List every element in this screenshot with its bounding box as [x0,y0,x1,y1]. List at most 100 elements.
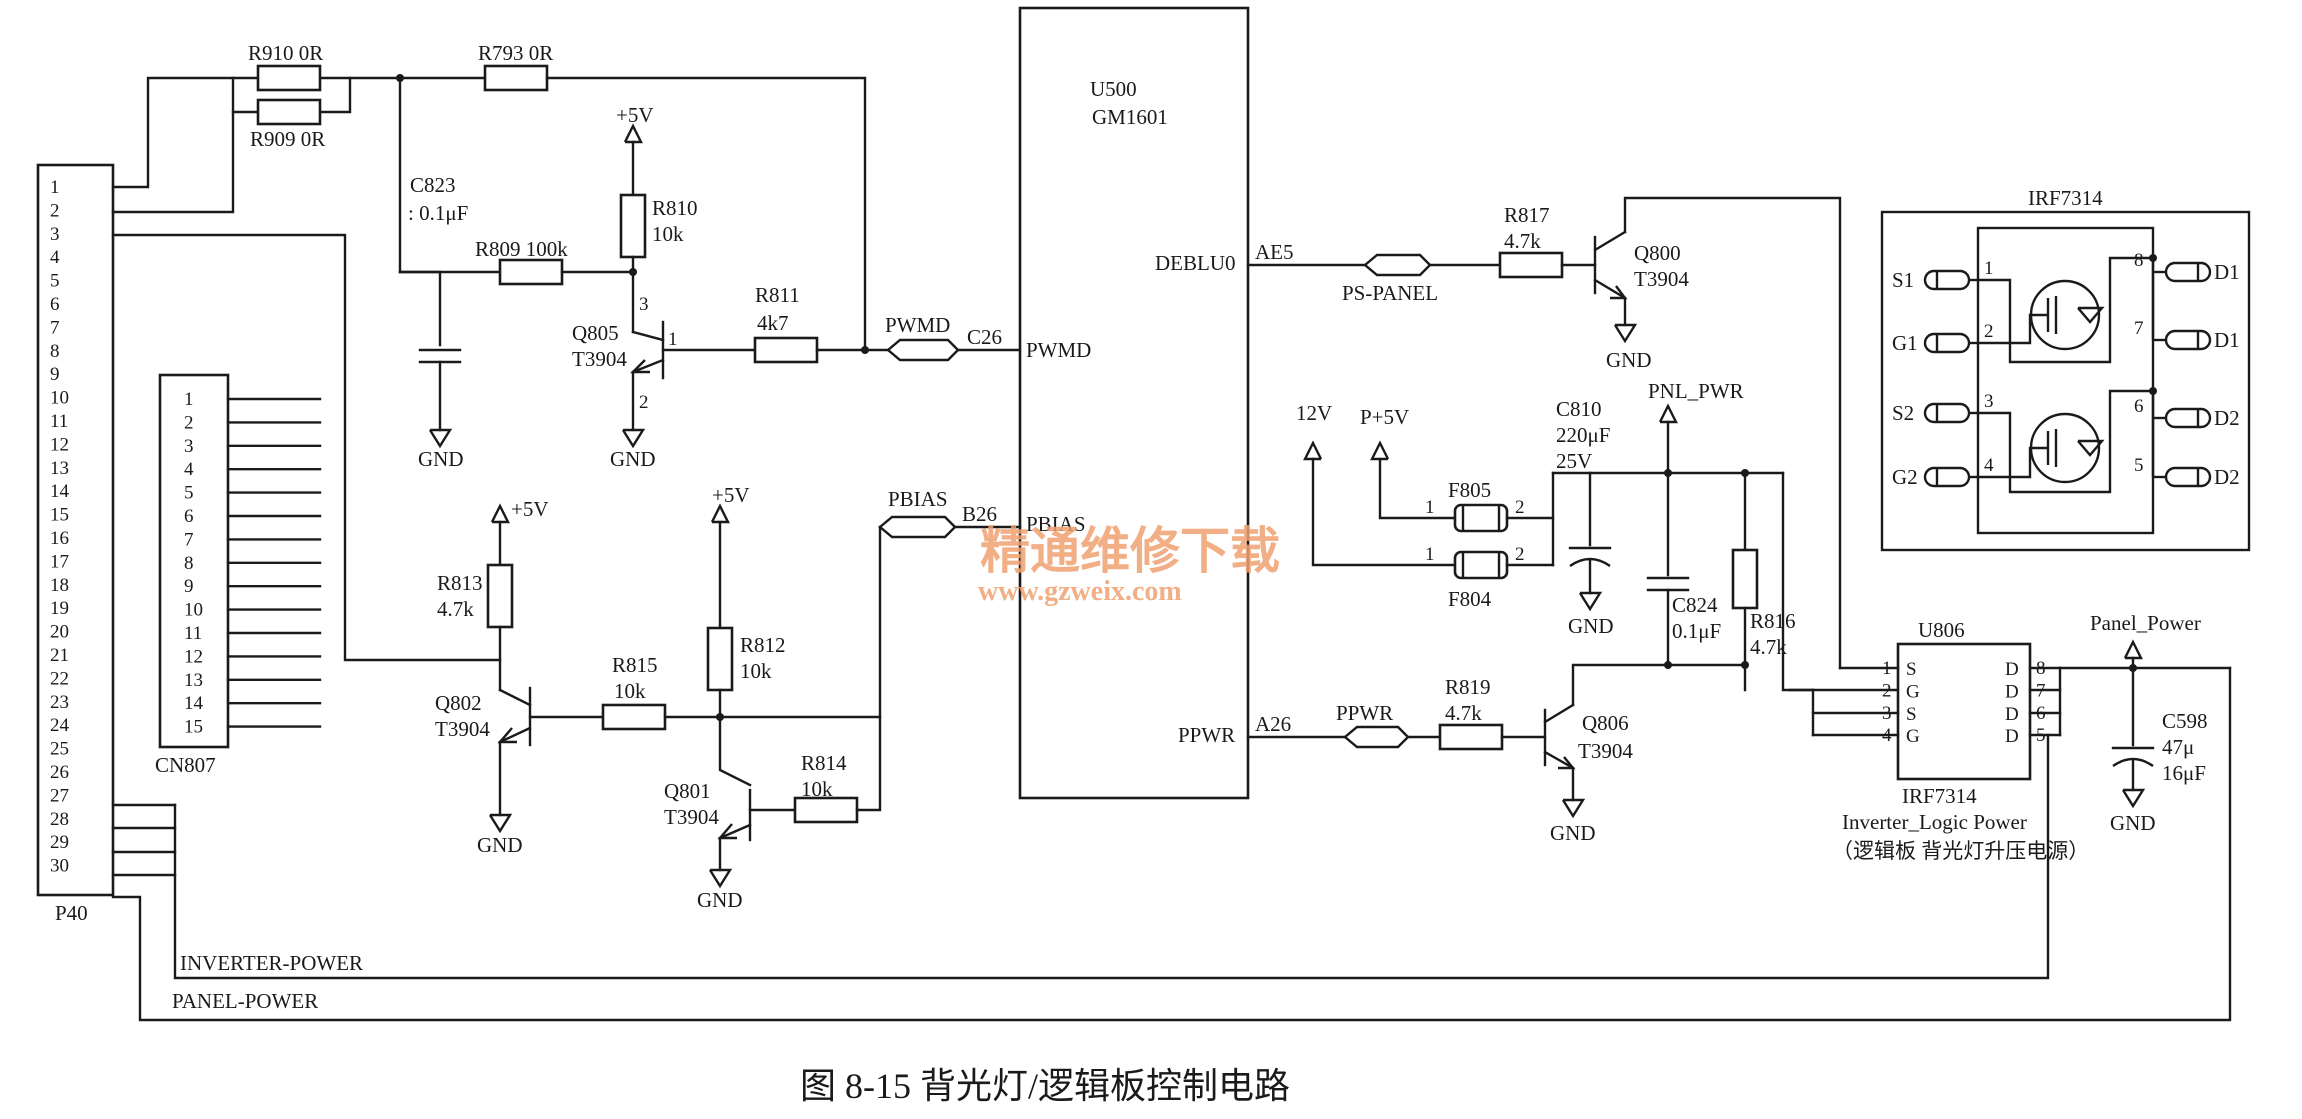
c810-value: 220μF [1556,423,1610,447]
cn807-pin-number: 4 [184,459,194,480]
connector-p40: 1234567891011121314151617181920212223242… [36,163,115,925]
plus5v-label-r810: +5V [616,103,654,127]
inset-right-pin-number: 6 [2134,396,2144,417]
12v-label: 12V [1296,401,1332,425]
cn807-pin-number: 8 [184,553,194,574]
r811-value: 4k7 [757,311,789,335]
c824-label: C824 [1672,593,1718,617]
watermark-url: www.gzweix.com [978,576,1182,607]
r809-resistor [498,258,564,286]
q800-type: T3904 [1634,267,1689,291]
u806-left-pin-name: G [1906,681,1920,702]
inset-left-pin-name: G1 [1892,331,1918,355]
gnd-label-c810: GND [1568,614,1614,638]
f804-label: F804 [1448,587,1492,611]
cn807-pin-number: 13 [184,670,203,691]
p40-pin-number: 8 [50,341,60,362]
r819-value: 4.7k [1445,701,1482,725]
r817-label: R817 [1504,203,1550,227]
ic-u500: U500 GM1601 DEBLU0 PWMD PBIAS PPWR [1018,6,1250,800]
r909-resistor [256,98,322,126]
inset-right-pin-name: D1 [2214,260,2240,284]
inset-right-pad [2164,261,2212,283]
r793-label: R793 0R [478,41,553,65]
u806-left-pin-name: S [1906,704,1917,725]
inverter-power-label: INVERTER-POWER [180,951,363,975]
inset-left-pin-name: G2 [1892,465,1918,489]
p40-pin-number: 13 [50,458,69,479]
p5v-label: P+5V [1360,405,1409,429]
a26-pin-label: A26 [1255,712,1291,736]
c823-label: C823 [410,173,456,197]
gnd-label-q802: GND [477,833,523,857]
r815-value: 10k [614,679,646,703]
u500-pin-pbias: PBIAS [1026,512,1086,536]
p40-pin-number: 26 [50,762,69,783]
p40-pin-number: 21 [50,645,69,666]
p40-pin-number: 1 [50,177,60,198]
plus5v-label-r813: +5V [511,497,549,521]
r812-resistor [706,626,734,692]
q805-pin-3: 3 [639,294,649,315]
q805-pin-2: 2 [639,392,649,413]
q801-label: Q801 [664,779,711,803]
inset-left-pad [1923,466,1971,488]
u500-ref: U500 [1090,77,1137,101]
gnd-label-c823: GND [418,447,464,471]
pwmd-net-label: PWMD [885,313,950,337]
cn807-pin-number: 5 [184,483,194,504]
p40-pin-number: 14 [50,481,70,502]
r810-resistor [619,193,647,259]
r817-value: 4.7k [1504,229,1541,253]
panel-power-net-label: Panel_Power [2090,611,2201,635]
connector-leads [111,233,502,877]
r816-resistor [1731,548,1759,610]
p40-pin-number: 12 [50,434,69,455]
p40-pin-number: 22 [50,668,69,689]
inset-right-pin-name: D1 [2214,328,2240,352]
p40-pin-number: 3 [50,224,60,245]
p40-pin-number: 19 [50,598,69,619]
u500-part: GM1601 [1092,105,1168,129]
q806-label: Q806 [1582,711,1629,735]
ps-panel-net-label: PS-PANEL [1342,281,1438,305]
c26-pin-label: C26 [967,325,1002,349]
cn807-label: CN807 [155,753,216,777]
r910-resistor [256,64,322,92]
gnd-label-q800: GND [1606,348,1652,372]
inset-left-pad [1923,269,1971,291]
c810-label: C810 [1556,397,1602,421]
figure-caption: 图 8-15 背光灯/逻辑板控制电路 [800,1066,1290,1106]
p40-pin-number: 18 [50,575,69,596]
r815-resistor [601,703,667,731]
q801-type: T3904 [664,805,719,829]
u806-ref: U806 [1918,618,1965,642]
f805-pin-2: 2 [1515,497,1525,518]
power-rail-section: 12V P+5V F805 F804 1 2 1 2 GND C810 220μ… [1296,379,1900,692]
p40-label: P40 [55,901,88,925]
f805-pin-1: 1 [1425,497,1435,518]
r909-label: R909 0R [250,127,325,151]
cn807-pin-number: 3 [184,436,194,457]
r817-resistor [1498,251,1564,279]
u806-right-pin-name: D [2005,726,2019,747]
top-resistor-network: R910 0R R909 0R R793 0R [111,41,867,352]
cn807-pin-number: 1 [184,389,194,410]
c598-voltage: 16μF [2162,761,2206,785]
pnl-pwr-label: PNL_PWR [1648,379,1744,403]
p40-pin-number: 4 [50,247,60,268]
u500-pin-deblu0: DEBLU0 [1155,251,1236,275]
q802-label: Q802 [435,691,482,715]
p40-pin-number: 6 [50,294,60,315]
inset-left-pad [1923,402,1971,424]
r813-value: 4.7k [437,597,474,621]
inset-left-pin-number: 2 [1984,321,1994,342]
ae5-pin-label: AE5 [1255,240,1294,264]
p40-pin-number: 25 [50,739,69,760]
ppwr-net-flag [1343,725,1410,749]
plus5v-label-r812: +5V [712,483,750,507]
p40-pin-number: 2 [50,200,60,221]
inset-left-pad [1923,332,1971,354]
